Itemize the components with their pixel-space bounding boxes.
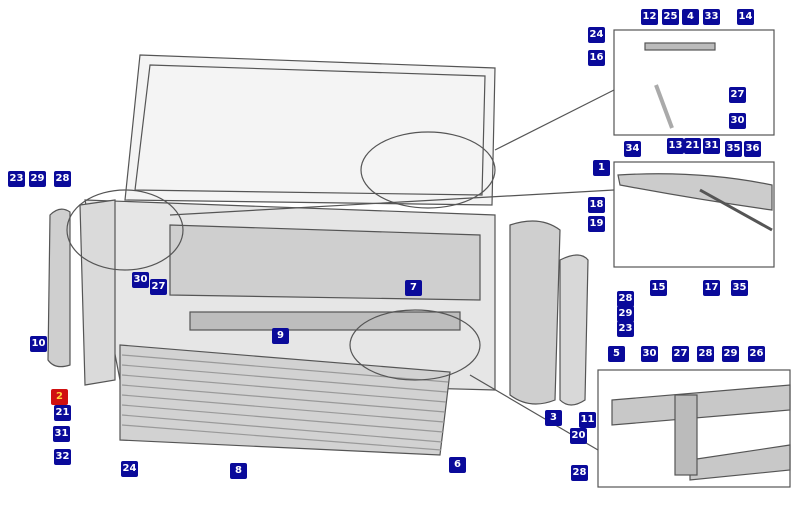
callout-28[interactable]: 28	[54, 171, 71, 187]
callout-16[interactable]: 16	[588, 50, 605, 66]
callout-24[interactable]: 24	[588, 27, 605, 43]
callout-33[interactable]: 33	[703, 9, 720, 25]
callout-29[interactable]: 29	[722, 346, 739, 362]
callout-26[interactable]: 26	[748, 346, 765, 362]
callout-6[interactable]: 6	[449, 457, 466, 473]
callout-9[interactable]: 9	[272, 328, 289, 344]
callout-10[interactable]: 10	[30, 336, 47, 352]
callout-27[interactable]: 27	[729, 87, 746, 103]
left-trim	[47, 208, 71, 368]
callout-19[interactable]: 19	[588, 216, 605, 232]
inset-wiper-parts	[613, 29, 775, 136]
callout-15[interactable]: 15	[650, 280, 667, 296]
callout-23[interactable]: 23	[8, 171, 25, 187]
callout-35[interactable]: 35	[731, 280, 748, 296]
bumper-bar	[189, 311, 461, 331]
callout-28[interactable]: 28	[697, 346, 714, 362]
callout-34[interactable]: 34	[624, 141, 641, 157]
right-corner-panel	[509, 220, 561, 405]
callout-30[interactable]: 30	[729, 113, 746, 129]
callout-12[interactable]: 12	[641, 9, 658, 25]
grille	[119, 344, 451, 456]
callout-24[interactable]: 24	[121, 461, 138, 477]
callout-29[interactable]: 29	[29, 171, 46, 187]
callout-30[interactable]: 30	[132, 272, 149, 288]
left-corner-panel	[79, 199, 116, 386]
right-trim	[559, 254, 589, 406]
callout-3[interactable]: 3	[545, 410, 562, 426]
callout-32[interactable]: 32	[54, 449, 71, 465]
callout-5[interactable]: 5	[608, 346, 625, 362]
callout-2-highlighted[interactable]: 2	[51, 389, 68, 405]
callout-29[interactable]: 29	[617, 306, 634, 322]
callout-14[interactable]: 14	[737, 9, 754, 25]
callout-20[interactable]: 20	[570, 428, 587, 444]
callout-13[interactable]: 13	[667, 138, 684, 154]
windshield	[124, 54, 496, 206]
callout-27[interactable]: 27	[150, 279, 167, 295]
callout-30[interactable]: 30	[641, 346, 658, 362]
callout-4[interactable]: 4	[682, 9, 699, 25]
callout-18[interactable]: 18	[588, 197, 605, 213]
inset-wiper-bar	[613, 161, 775, 268]
callout-17[interactable]: 17	[703, 280, 720, 296]
inset-bumper-mount	[597, 369, 791, 488]
callout-21[interactable]: 21	[54, 405, 71, 421]
callout-8[interactable]: 8	[230, 463, 247, 479]
callout-35[interactable]: 35	[725, 141, 742, 157]
callout-28[interactable]: 28	[571, 465, 588, 481]
callout-31[interactable]: 31	[703, 138, 720, 154]
callout-36[interactable]: 36	[744, 141, 761, 157]
callout-21[interactable]: 21	[684, 138, 701, 154]
callout-11[interactable]: 11	[579, 412, 596, 428]
callout-1[interactable]: 1	[593, 160, 610, 176]
callout-23[interactable]: 23	[617, 321, 634, 337]
callout-31[interactable]: 31	[53, 426, 70, 442]
callout-28[interactable]: 28	[617, 291, 634, 307]
callout-27[interactable]: 27	[672, 346, 689, 362]
callout-7[interactable]: 7	[405, 280, 422, 296]
callout-25[interactable]: 25	[662, 9, 679, 25]
